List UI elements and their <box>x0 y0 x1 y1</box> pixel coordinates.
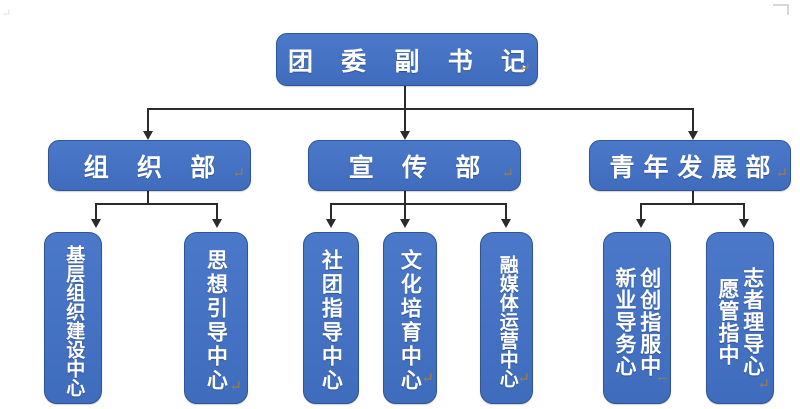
arrowhead-c4 <box>400 219 410 228</box>
connector-root-stem <box>404 86 406 110</box>
node-志愿者管理指导中心[interactable]: 愿管指中 志者理导心 ↵ <box>706 232 774 404</box>
node-label-c6-right: 新业导务心 <box>613 267 637 377</box>
node-label-c4: 文化培育中心 <box>398 249 423 393</box>
node-label-dept2: 宣 传 部 <box>348 154 492 182</box>
node-思想引导中心[interactable]: 思想引导中心 ↵ <box>184 232 248 404</box>
return-mark-dept1: ↵ <box>232 166 245 182</box>
node-文化培育中心[interactable]: 文化培育中心 ↵ <box>383 232 437 404</box>
return-mark-c5: ↵ <box>517 371 530 387</box>
connector-dept1-to-c2 <box>216 203 218 221</box>
return-mark-c2: ↵ <box>229 379 242 395</box>
return-mark-dept2: ↵ <box>501 166 514 182</box>
connector-dept1-stem <box>147 190 149 204</box>
node-label-root: 团 委 副 书 记 <box>288 48 538 76</box>
node-创新创业指导服务中心[interactable]: 新业导务心 创创指服中 ← <box>603 232 671 404</box>
node-label-dept1: 组 织 部 <box>83 154 227 182</box>
return-mark-c6: ← <box>655 369 670 385</box>
node-宣传部[interactable]: 宣 传 部 ↵ <box>308 140 521 191</box>
node-社团指导中心[interactable]: 社团指导中心 <box>303 232 359 404</box>
arrowhead-dept1 <box>143 131 153 140</box>
connector-dept1-to-c1 <box>95 203 97 221</box>
connector-dept3-bus <box>641 203 745 205</box>
node-label-c7-left: 志者理导心 <box>740 267 765 377</box>
node-融媒体运营中心[interactable]: 融媒体运营中心 ↵ <box>480 232 533 404</box>
node-label-c1: 基层组织建设中心 <box>63 245 85 397</box>
connector-dept2-stem <box>404 190 406 221</box>
return-mark-c4: ↵ <box>421 371 434 387</box>
arrowhead-c2 <box>212 219 222 228</box>
node-团委副书记[interactable]: 团 委 副 书 记 ↵ <box>276 33 538 86</box>
arrowhead-c6 <box>636 219 646 228</box>
arrowhead-dept3 <box>688 131 698 140</box>
node-组织部[interactable]: 组 织 部 ↵ <box>48 140 251 191</box>
node-label-c6-left: 创创指服中 <box>637 267 662 377</box>
node-label-c5: 融媒体运营中心 <box>496 254 518 388</box>
node-label-dept3: 青年发展部 <box>609 154 780 182</box>
node-label-c7-right: 愿管指中 <box>716 278 740 366</box>
connector-dept2-to-c5 <box>505 203 507 221</box>
arrowhead-c5 <box>501 219 511 228</box>
node-基层组织建设中心[interactable]: 基层组织建设中心 <box>44 232 102 404</box>
connector-root-to-dept3 <box>692 108 694 133</box>
connector-root-to-dept2 <box>404 108 406 133</box>
connector-dept2-to-c3 <box>330 203 332 221</box>
connector-dept3-to-c7 <box>743 203 745 221</box>
node-label-c2: 思想引导中心 <box>204 249 229 393</box>
page-margin-corner-mark-top-right <box>773 4 789 15</box>
connector-dept2-bus <box>331 203 507 205</box>
node-青年发展部[interactable]: 青年发展部 ↵ <box>589 140 791 191</box>
arrowhead-c3 <box>326 219 336 228</box>
page-pilcrow-top-left: ↵ <box>2 8 12 20</box>
arrowhead-dept2 <box>400 131 410 140</box>
node-label-c3: 社团指导中心 <box>319 249 344 393</box>
return-mark-c7: ↵ <box>757 377 770 393</box>
connector-level2-bus <box>148 108 694 110</box>
return-mark-root: ↵ <box>518 60 531 76</box>
connector-root-to-dept1 <box>147 108 149 133</box>
connector-dept3-to-c6 <box>640 203 642 221</box>
connector-dept1-bus <box>96 203 218 205</box>
return-mark-dept3: ↵ <box>775 166 788 182</box>
arrowhead-c1 <box>91 219 101 228</box>
connector-dept3-stem <box>692 190 694 204</box>
arrowhead-c7 <box>739 219 749 228</box>
